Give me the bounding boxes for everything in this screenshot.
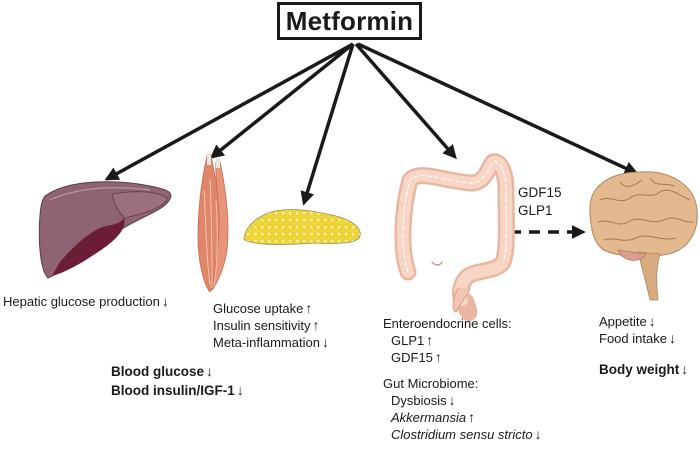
systemic-effects: Blood glucose↓ Blood insulin/IGF-1↓ bbox=[111, 362, 244, 400]
effect-glp1: GLP1↑ bbox=[391, 332, 434, 348]
effect-blood-insulin: Blood insulin/IGF-1↓ bbox=[111, 382, 244, 398]
down-arrow-icon: ↓ bbox=[206, 363, 214, 379]
down-arrow-icon: ↓ bbox=[161, 293, 169, 309]
effect-glucose-uptake: Glucose uptake↑ bbox=[213, 300, 313, 316]
metformin-title: Metformin bbox=[277, 2, 422, 40]
down-arrow-icon: ↓ bbox=[321, 334, 329, 350]
up-arrow-icon: ↑ bbox=[312, 317, 320, 333]
down-arrow-icon: ↓ bbox=[236, 382, 244, 398]
effect-blood-glucose: Blood glucose↓ bbox=[111, 363, 214, 379]
up-arrow-icon: ↑ bbox=[426, 332, 434, 348]
down-arrow-icon: ↓ bbox=[448, 392, 456, 408]
gut-effects: Enteroendocrine cells: GLP1↑ GDF15↑ Gut … bbox=[383, 316, 542, 443]
down-arrow-icon: ↓ bbox=[681, 361, 689, 377]
brain-effects: Appetite↓ Food intake↓ bbox=[599, 313, 676, 347]
effect-clostridium: Clostridium sensu stricto↓ bbox=[391, 426, 542, 442]
arrow-to-brain bbox=[357, 42, 639, 175]
muscle-fat-effects: Glucose uptake↑ Insulin sensitivity↑ Met… bbox=[213, 300, 329, 351]
gut-brain-signals: GDF15 GLP1 bbox=[518, 184, 562, 220]
signal-glp1: GLP1 bbox=[518, 203, 553, 218]
effect-hepatic-glucose: Hepatic glucose production bbox=[3, 294, 160, 309]
arrows bbox=[104, 42, 639, 239]
effect-gdf15: GDF15↑ bbox=[391, 349, 442, 365]
arrow-to-gut bbox=[354, 42, 457, 160]
effect-dysbiosis: Dysbiosis↓ bbox=[391, 392, 456, 408]
down-arrow-icon: ↓ bbox=[648, 313, 656, 329]
down-arrow-icon: ↓ bbox=[534, 426, 542, 442]
effect-akkermansia: Akkermansia↑ bbox=[391, 409, 476, 425]
signal-gdf15: GDF15 bbox=[518, 185, 562, 200]
microbiome-header: Gut Microbiome: bbox=[383, 376, 479, 391]
muscle-illustration bbox=[197, 153, 229, 293]
effect-appetite: Appetite↓ bbox=[599, 313, 656, 329]
intestine-illustration bbox=[394, 153, 515, 321]
down-arrow-icon: ↓ bbox=[668, 330, 676, 346]
up-arrow-icon: ↑ bbox=[468, 409, 476, 425]
brain-illustration bbox=[589, 171, 698, 301]
effect-insulin-sensitivity: Insulin sensitivity↑ bbox=[213, 317, 320, 333]
arrow-to-muscle bbox=[209, 42, 355, 159]
arrow-to-fat bbox=[300, 43, 355, 206]
liver-illustration bbox=[38, 181, 172, 279]
arrow-to-liver bbox=[104, 42, 354, 181]
effect-meta-inflammation: Meta-inflammation↓ bbox=[213, 334, 329, 350]
body-weight-outcome: Body weight↓ bbox=[599, 361, 689, 377]
up-arrow-icon: ↑ bbox=[434, 349, 442, 365]
enteroendocrine-header: Enteroendocrine cells: bbox=[383, 316, 512, 331]
liver-effects: Hepatic glucose production↓ bbox=[3, 293, 169, 310]
adipose-illustration bbox=[243, 209, 361, 245]
effect-food-intake: Food intake↓ bbox=[599, 330, 676, 346]
up-arrow-icon: ↑ bbox=[305, 300, 313, 316]
